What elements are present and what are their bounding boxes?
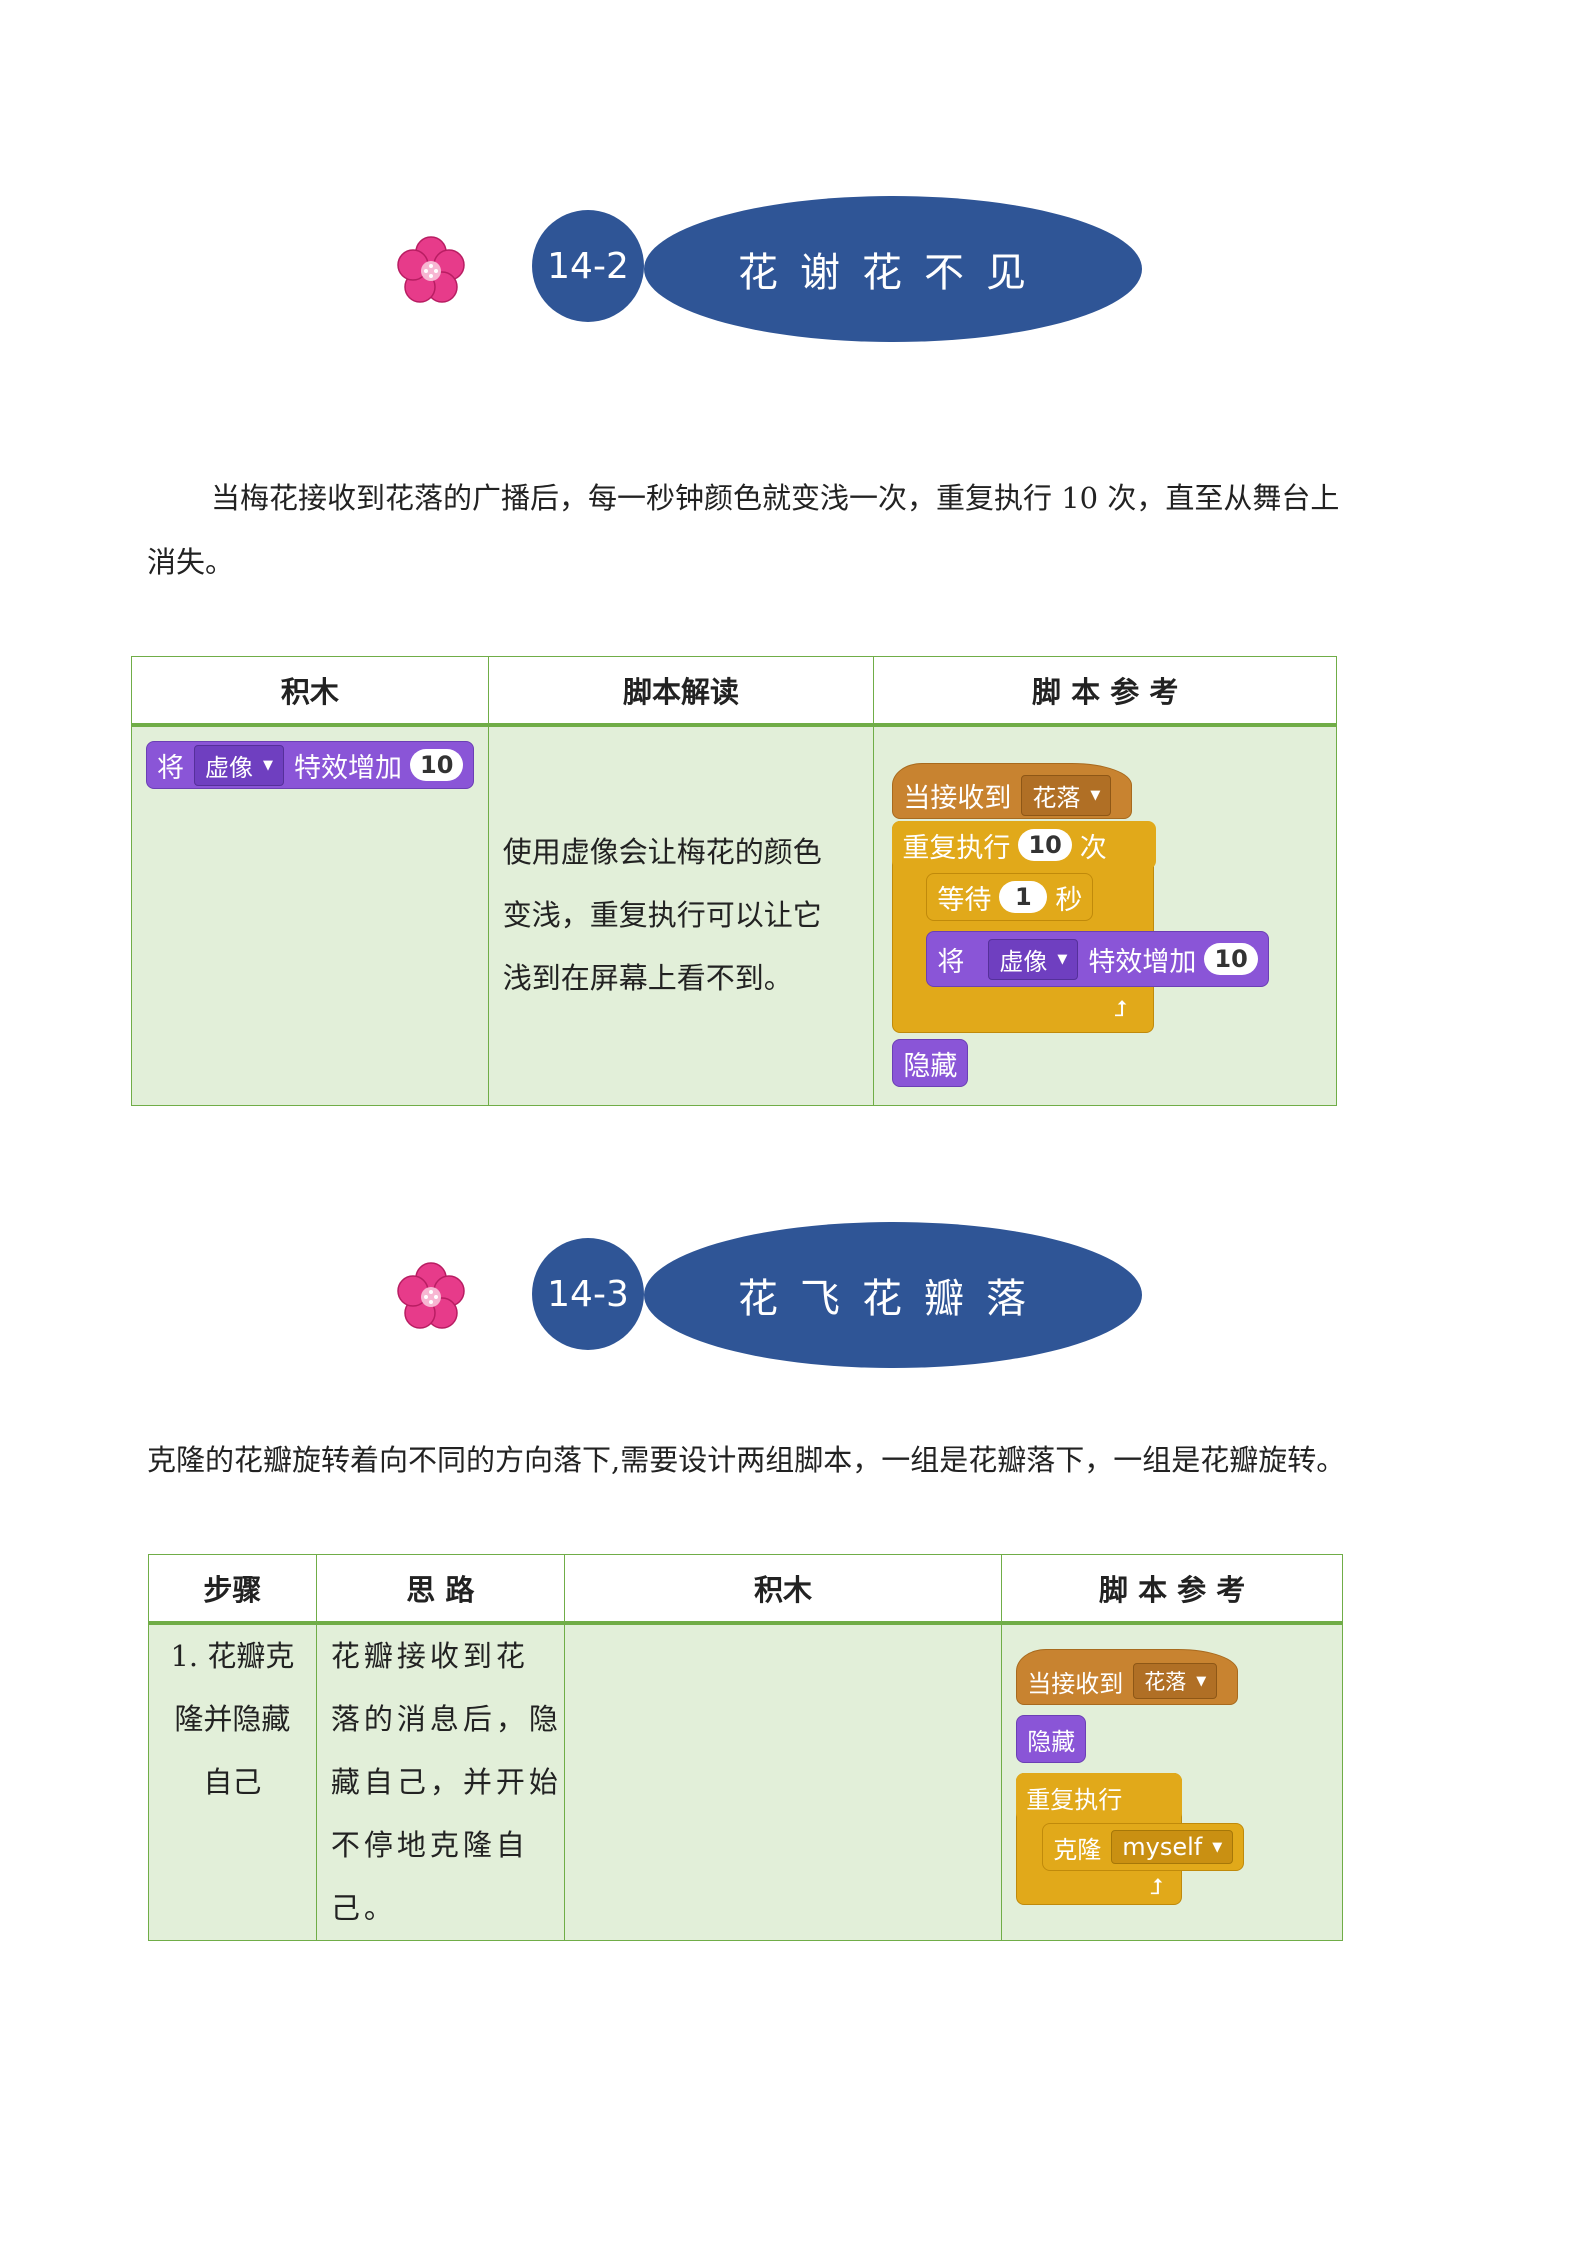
hide-label: 隐藏 [903,1050,958,1082]
block-cell [563,1622,1003,1941]
wait-seconds-input[interactable]: 1 [999,881,1048,913]
hide-block[interactable]: 隐藏 [1016,1715,1087,1763]
idea-line: 不停地克隆自 [330,1828,529,1862]
clone-target-dropdown[interactable]: myself [1111,1830,1234,1864]
clone-target-value: myself [1122,1833,1203,1861]
intro-paragraph: 当梅花接收到花落的广播后，每一秒钟颜色就变浅一次，重复执行 10 次，直至从舞台… [147,466,1447,594]
clone-block[interactable]: 克隆 myself [1042,1823,1245,1871]
wait-unit: 秒 [1055,884,1083,916]
idea-line: 花瓣接收到花 [330,1639,529,1673]
idea-line: 落的消息后，隐 [330,1702,562,1736]
block-action: 特效增加 [1088,946,1197,978]
effect-value-input[interactable]: 10 [410,749,464,781]
hide-label: 隐藏 [1027,1727,1076,1756]
step-cell: 1. 花瓣克 隆并隐藏 自己 [148,1622,317,1941]
idea-line: 藏自己，并开始 [330,1765,562,1799]
loop-arrow-icon: ⮥ [1114,997,1128,1022]
message-value: 花落 [1032,783,1081,812]
intro-line: 当梅花接收到花落的广播后，每一秒钟颜色就变浅一次，重复执行 10 次，直至从舞台… [211,481,1340,515]
hat-label: 当接收到 [903,782,1012,814]
effect-value: 虚像 [999,947,1048,976]
plum-flower-icon [397,236,465,303]
message-value: 花落 [1144,1670,1187,1694]
section-number: 14-3 [547,1273,629,1315]
column-header: 步骤 [148,1554,317,1625]
explanation-line: 使用虚像会让梅花的颜色 [502,835,822,869]
repeat-count-input[interactable]: 10 [1018,829,1072,861]
message-dropdown[interactable]: 花落 [1021,774,1112,816]
column-header: 脚 本 参 考 [1001,1554,1343,1625]
step-line: 自己 [203,1765,262,1799]
idea-cell: 花瓣接收到花 落的消息后，隐 藏自己，并开始 不停地克隆自 己。 [315,1622,565,1941]
section-title-ellipse: 花飞花瓣落 [644,1222,1142,1368]
wait-label: 等待 [937,884,992,916]
block-cell: 将 虚像 特效增加 10 [131,724,489,1106]
intro-paragraph: 克隆的花瓣旋转着向不同的方向落下,需要设计两组脚本，一组是花瓣落下，一组是花瓣旋… [147,1428,1467,1492]
intro-line: 克隆的花瓣旋转着向不同的方向落下,需要设计两组脚本，一组是花瓣落下，一组是花瓣旋… [147,1443,1346,1477]
when-receive-hat-block[interactable]: 当接收到 花落 [892,763,1133,819]
explanation-cell: 使用虚像会让梅花的颜色 变浅，重复执行可以让它 浅到在屏幕上看不到。 [487,724,875,1106]
message-dropdown[interactable]: 花落 [1133,1663,1218,1699]
column-header: 脚本解读 [487,656,875,727]
block-verb: 将 [937,946,965,978]
set-effect-block[interactable]: 将 虚像 特效增加 10 [146,741,475,789]
explanation-line: 浅到在屏幕上看不到。 [502,961,793,995]
hide-block[interactable]: 隐藏 [892,1039,969,1087]
section-number-badge: 14-3 [532,1238,644,1350]
when-receive-hat-block[interactable]: 当接收到 花落 [1016,1649,1239,1705]
column-header: 思 路 [315,1554,565,1625]
intro-line: 消失。 [147,545,235,579]
effect-value: 虚像 [205,753,253,782]
section-number: 14-2 [547,245,629,287]
column-header: 脚 本 参 考 [873,656,1337,727]
effect-value-input[interactable]: 10 [1204,943,1258,975]
effect-dropdown[interactable]: 虚像 [194,744,284,786]
repeat-block[interactable]: 重复执行 10 次 [892,821,1157,869]
set-effect-block[interactable]: 将 虚像 特效增加 10 [926,931,1269,987]
clone-label: 克隆 [1053,1835,1102,1864]
forever-block[interactable]: 重复执行 [1016,1773,1183,1821]
section-title: 花谢花不见 [738,250,1048,296]
forever-label: 重复执行 [1026,1785,1123,1814]
step-line: 1. 花瓣克 [170,1639,295,1673]
plum-flower-icon [397,1262,465,1329]
loop-arrow-icon: ⮥ [1150,1875,1164,1900]
block-verb: 将 [157,752,184,784]
section-title: 花飞花瓣落 [738,1276,1048,1322]
column-header: 积木 [131,656,489,727]
repeat-unit: 次 [1079,832,1107,864]
effect-dropdown[interactable]: 虚像 [988,938,1079,980]
hat-label: 当接收到 [1027,1669,1124,1698]
step-line: 隆并隐藏 [174,1702,291,1736]
explanation-line: 变浅，重复执行可以让它 [502,898,822,932]
script-cell: 当接收到 花落 隐藏 重复执行 克隆 myself ⮥ [1001,1622,1343,1941]
wait-block[interactable]: 等待 1 秒 [926,873,1094,921]
table-14-3: 步骤 思 路 积木 脚 本 参 考 1. 花瓣克 隆并隐藏 自己 花瓣接收到花 … [148,1554,1343,1941]
table-14-2: 积木 脚本解读 脚 本 参 考 将 虚像 特效增加 10 使用虚像会让梅花的颜色… [131,656,1337,1106]
idea-line: 己。 [330,1891,397,1925]
section-number-badge: 14-2 [532,210,644,322]
block-action: 特效增加 [294,752,402,784]
repeat-label: 重复执行 [902,832,1011,864]
column-header: 积木 [563,1554,1003,1625]
section-title-ellipse: 花谢花不见 [644,196,1142,342]
script-cell: 当接收到 花落 重复执行 10 次 等待 1 秒 将 虚像 特效增加 10 ⮥ [873,724,1337,1106]
